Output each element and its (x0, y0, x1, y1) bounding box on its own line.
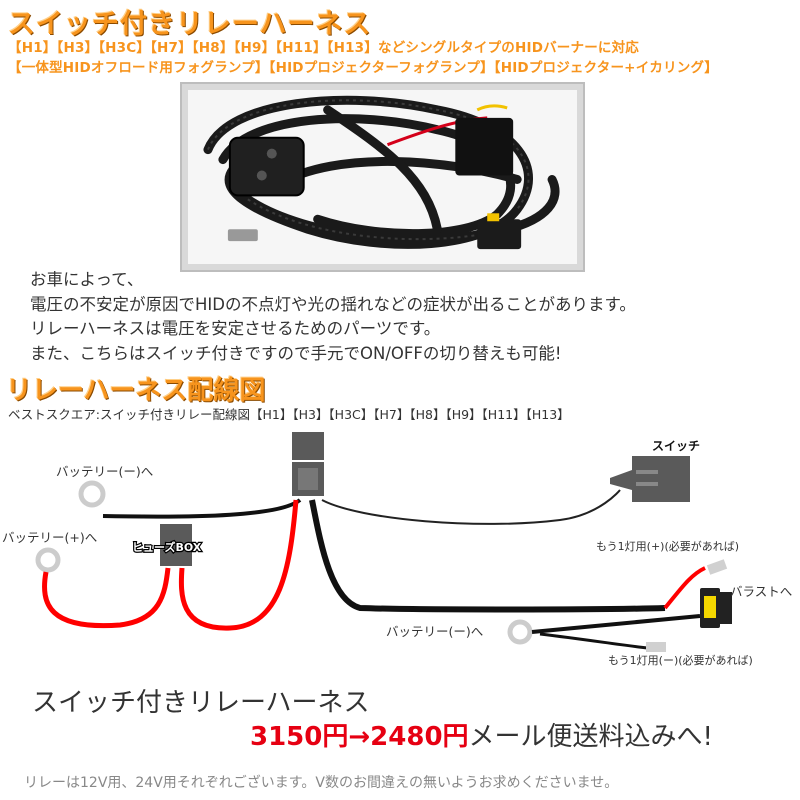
compatibility-tagline-2: 【一体型HIDオフロード用フォグランプ】【HIDプロジェクターフォグランプ】【H… (8, 60, 718, 76)
wiring-harness-illustration (188, 90, 577, 264)
old-price: 3150円 (250, 722, 349, 752)
battery-negative-terminal (78, 480, 106, 508)
battery-negative-terminal-bottom (507, 619, 533, 645)
switch-label: スイッチ (652, 439, 700, 453)
extra-light-positive-label: もう1灯用(+)(必要があれば) (596, 539, 739, 553)
wiring-diagram: スイッチ バッテリー(ー)へ バッテリー(+)へ ヒューズBOX バラストへ も… (2, 432, 792, 667)
battery-negative-label-bottom: バッテリー(ー)へ (386, 624, 483, 639)
price-line: 3150円→2480円メール便送料込みへ! (250, 716, 713, 753)
battery-negative-label-top: バッテリー(ー)へ (56, 464, 153, 479)
diagram-caption: ベストスクエア:スイッチ付きリレー配線図【H1】【H3】【H3C】【H7】【H8… (8, 407, 570, 422)
switch-connector (610, 456, 690, 502)
description-line: また、こちらはスイッチ付きですので手元でON/OFFの切り替えも可能! (30, 343, 562, 363)
product-description: お車によって、 電圧の不安定が原因でHIDの不点灯や光の揺れなどの症状が出ること… (30, 268, 636, 366)
product-photo-frame (180, 82, 585, 272)
fuse-box-label: ヒューズBOX (132, 540, 202, 554)
description-line: お車によって、 (30, 270, 144, 289)
product-photo (188, 90, 577, 264)
extra-light-negative-label: もう1灯用(ー)(必要があれば) (608, 653, 753, 667)
battery-positive-terminal (35, 547, 61, 573)
new-price: 2480円 (370, 722, 469, 752)
price-arrow: → (348, 722, 371, 752)
description-line: 電圧の不安定が原因でHIDの不点灯や光の揺れなどの症状が出ることがあります。 (30, 294, 636, 314)
price-heading: スイッチ付きリレーハーネス (32, 688, 370, 718)
fuse-box (160, 524, 192, 566)
voltage-footnote: リレーは12V用、24V用それぞれございます。V数のお間違えの無いようお求めくだ… (24, 775, 619, 791)
shipping-note: メール便送料込みへ! (468, 722, 713, 752)
ballast-connector (700, 588, 732, 628)
battery-positive-label: バッテリー(+)へ (2, 530, 97, 545)
compatibility-tagline: 【H1】【H3】【H3C】【H7】【H8】【H9】【H11】【H13】などシング… (8, 40, 640, 56)
relay-cap (292, 432, 324, 460)
page-title: スイッチ付きリレーハーネス (8, 9, 372, 40)
description-line: リレーハーネスは電圧を安定させるためのパーツです。 (30, 319, 441, 338)
ballast-label: バラストへ (730, 584, 792, 599)
diagram-title: リレーハーネス配線図 (6, 376, 266, 406)
